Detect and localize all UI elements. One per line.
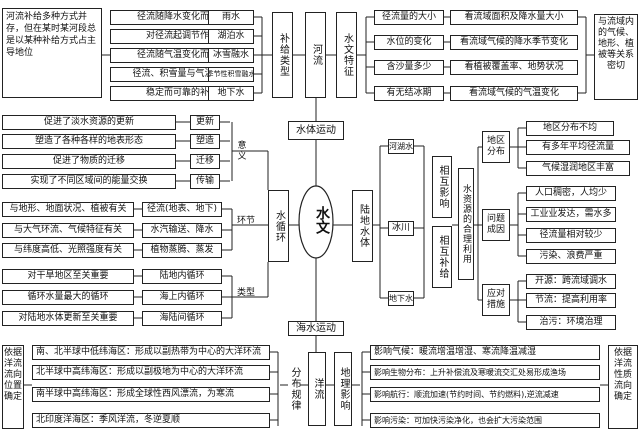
meaning-key-3: 迁移 [190, 154, 220, 169]
meaning-desc-4: 实现了不同区域间的能量交换 [2, 174, 176, 189]
distribution-item-3: 气候湿润地区丰富 [526, 161, 630, 176]
distribution-item-2: 有多年平均径流量 [526, 140, 630, 155]
supply-type-5: 地下水 [208, 86, 254, 101]
hydro-desc-3: 看植被覆盖率、地势状况 [450, 60, 578, 75]
meaning-label: 意义 [237, 141, 247, 162]
link-desc-3: 与纬度高低、光照强度有关 [2, 243, 134, 258]
hydro-item-1: 径流量的大小 [374, 10, 444, 25]
geo-row-2: 影响生物分布：上升补偿流及寒暖流交汇处易形成渔场 [370, 365, 600, 380]
type-desc-2: 循环水量最大的循环 [2, 290, 134, 305]
meaning-key-1: 更新 [190, 115, 220, 130]
type-key-1: 陆地内循环 [142, 269, 222, 284]
measure-item-1: 开源：跨流域调水 [526, 274, 616, 289]
measure-item-2: 节流：提高利用率 [526, 293, 616, 308]
river-box: 河流 [305, 12, 326, 98]
type-desc-1: 对干旱地区至关重要 [2, 269, 134, 284]
hydro-item-2: 水位的变化 [374, 35, 444, 50]
dist-pattern-label: 分布规律 [288, 352, 300, 426]
type-desc-3: 对陆地水体更新至关重要 [2, 311, 134, 326]
geo-row-4: 影响污染：可加快污染净化，也会扩大污染范围 [370, 413, 600, 428]
water-movement-box: 水体运动 [288, 121, 344, 140]
meaning-desc-2: 塑造了各种各样的地表形态 [2, 134, 176, 149]
problem-label: 问题成因 [482, 209, 510, 241]
hydro-desc-2: 看流域气候的降水季节变化 [450, 35, 578, 50]
problem-item-1: 人口稠密，人均少 [526, 186, 616, 201]
link-key-1: 径流(地表、地下) [142, 202, 222, 217]
distribution-label: 地区分布 [482, 131, 510, 163]
type-label: 类型 [236, 288, 255, 298]
geo-impact-label: 地理影响 [334, 352, 352, 426]
ocean-note-right: 依据洋流性质流向确定 [608, 345, 638, 429]
supply-type-4: 季节性积雪融水 [208, 67, 254, 82]
link-key-3: 植物蒸腾、蒸发 [142, 243, 222, 258]
problem-item-4: 污染、浪费严重 [526, 249, 616, 264]
supply-type-2: 湖泊水 [208, 29, 254, 44]
dist-row-1: 南、北半球中低纬海区：形成以副热带为中心的大洋环流 [32, 345, 270, 360]
dist-row-3: 南半球中高纬海区：形成全球性西风漂流，为寒流 [32, 387, 270, 402]
meaning-desc-1: 促进了淡水资源的更新 [2, 115, 176, 130]
problem-item-2: 工业业发达，需水多 [526, 207, 616, 222]
hydro-item-4: 有无结冰期 [374, 86, 444, 101]
link-desc-2: 与大气环流、气候特征有关 [2, 223, 134, 238]
measures-label: 应对措施 [482, 284, 510, 316]
dist-row-2: 北半球中高纬海区：形成以副极地为中心的大洋环流 [32, 365, 270, 380]
hydro-desc-1: 看流域面积及降水量大小 [450, 10, 578, 25]
type-key-2: 海上内循环 [142, 290, 222, 305]
geo-row-3: 影响航行：顺流加速(节约时间、节约燃料),逆流减速 [370, 387, 600, 402]
hydro-desc-4: 看流域气候的气温变化 [450, 86, 578, 101]
mutual-influence-box: 相互影响 [432, 156, 452, 218]
ocean-note-left: 依据洋流流向位置确定 [2, 345, 24, 429]
link-desc-1: 与地形、地面状况、植被有关 [2, 202, 134, 217]
meaning-key-4: 传输 [190, 174, 220, 189]
problem-item-3: 径流量相对较少 [526, 228, 616, 243]
type-key-3: 海陆间循环 [142, 311, 222, 326]
water-cycle-box: 水循环 [268, 190, 289, 262]
meaning-key-2: 塑造 [190, 134, 220, 149]
geo-row-1: 影响气候：暖流增温增湿、寒流降温减湿 [370, 345, 600, 360]
supply-type-3: 冰雪融水 [208, 48, 254, 63]
land-water-box: 陆地水体 [352, 190, 373, 262]
supply-note: 河流补给多种方式并存，但在某时某河段总是以某种补给方式占主导地位 [2, 8, 102, 98]
meaning-desc-3: 促进了物质的迁移 [2, 154, 176, 169]
mutual-supply-box: 相互补给 [432, 226, 452, 288]
dist-row-4: 北印度洋海区：季风洋流，冬逆夏顺 [32, 413, 270, 428]
hydro-item-3: 含沙量多少 [374, 60, 444, 75]
link-label: 环节 [236, 216, 255, 226]
center-title: 水文 [314, 206, 330, 234]
current-box: 洋流 [308, 352, 326, 426]
measure-item-3: 治污：环境治理 [526, 315, 616, 330]
hydro-features-label: 水文特征 [336, 12, 357, 98]
supply-type-1: 雨水 [208, 10, 254, 25]
rational-use-box: 水资源的合理利用 [458, 168, 474, 280]
link-key-2: 水汽输送、降水 [142, 223, 222, 238]
lakes-box: 河湖水 [388, 139, 414, 154]
glacier-box: 冰川 [388, 221, 414, 236]
distribution-item-1: 地区分布不均 [526, 121, 614, 136]
groundwater-box: 地下水 [388, 291, 414, 306]
hydro-note: 与流域内的气候、地形、植被等关系密切 [594, 14, 638, 100]
ocean-movement-box: 海水运动 [288, 321, 344, 336]
supply-type-label: 补给类型 [272, 12, 293, 98]
